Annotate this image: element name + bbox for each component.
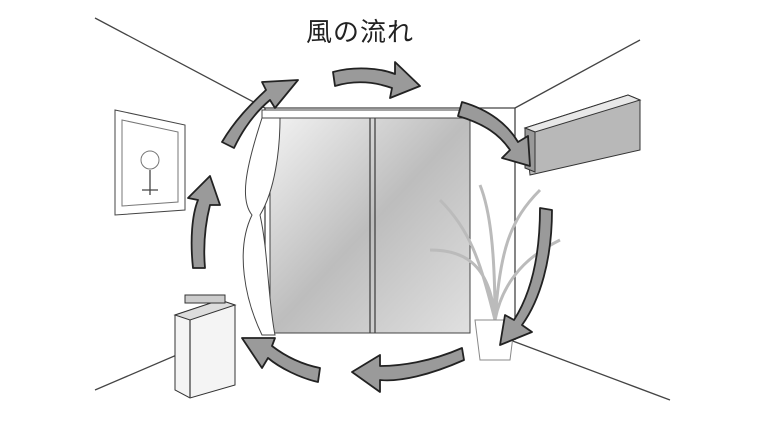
picture-frame	[114, 109, 186, 216]
arrow-top	[332, 61, 421, 99]
arrow-top-left	[221, 79, 299, 149]
arrow-top-right	[457, 101, 531, 167]
air-purifier	[173, 294, 237, 399]
air-conditioner	[523, 94, 642, 176]
arrow-right	[499, 207, 553, 346]
arrow-bottom	[351, 347, 465, 393]
curtain	[242, 117, 281, 336]
arrow-left	[187, 175, 221, 269]
arrow-bottom-left	[241, 337, 321, 383]
plant	[429, 184, 561, 361]
diagram-title: 風の流れ	[306, 18, 415, 48]
window	[261, 109, 478, 334]
airflow-arrows	[187, 61, 553, 393]
